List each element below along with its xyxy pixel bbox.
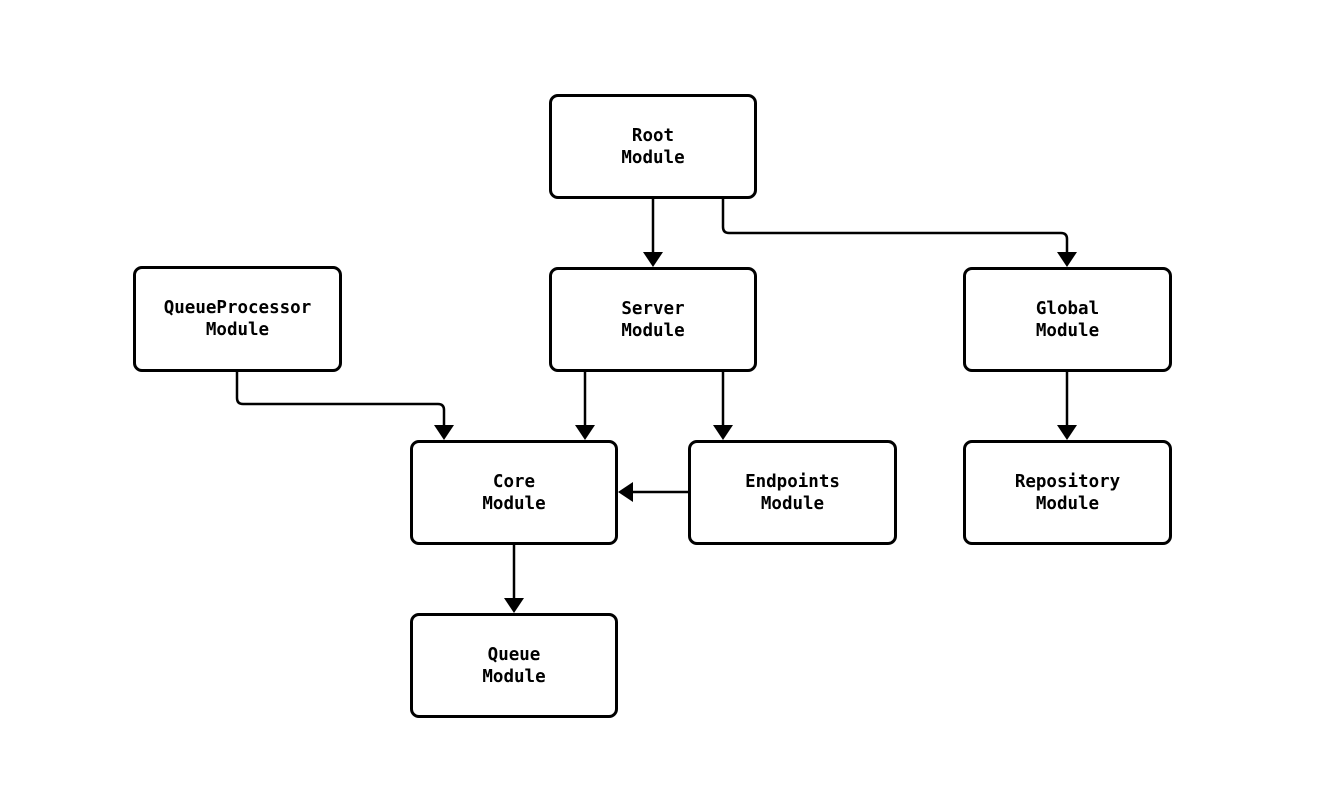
node-global-module: Global Module [963,267,1172,372]
node-label: QueueProcessor Module [163,298,312,340]
arrowhead-icon [713,425,733,440]
node-label: Core Module [482,471,546,514]
arrowhead-icon [643,252,663,267]
arrowhead-icon [1057,425,1077,440]
node-label: Global Module [1035,298,1100,341]
arrowhead-icon [618,482,633,502]
node-label: Repository Module [1014,471,1121,514]
node-label: Root Module [621,125,685,168]
node-repository-module: Repository Module [963,440,1172,545]
node-label: Server Module [621,298,685,341]
arrowhead-icon [504,598,524,613]
arrowhead-icon [434,425,454,440]
arrowhead-icon [575,425,595,440]
node-label: Endpoints Module [745,471,840,514]
node-server-module: Server Module [549,267,757,372]
arrowhead-icon [1057,252,1077,267]
node-endpoints-module: Endpoints Module [688,440,897,545]
node-queue-module: Queue Module [410,613,618,718]
edge-root-global [721,199,1069,252]
node-root-module: Root Module [549,94,757,199]
node-core-module: Core Module [410,440,618,545]
edge-queueprocessor-core [235,372,446,425]
node-label: Queue Module [482,644,546,687]
node-queueprocessor-module: QueueProcessor Module [133,266,342,372]
